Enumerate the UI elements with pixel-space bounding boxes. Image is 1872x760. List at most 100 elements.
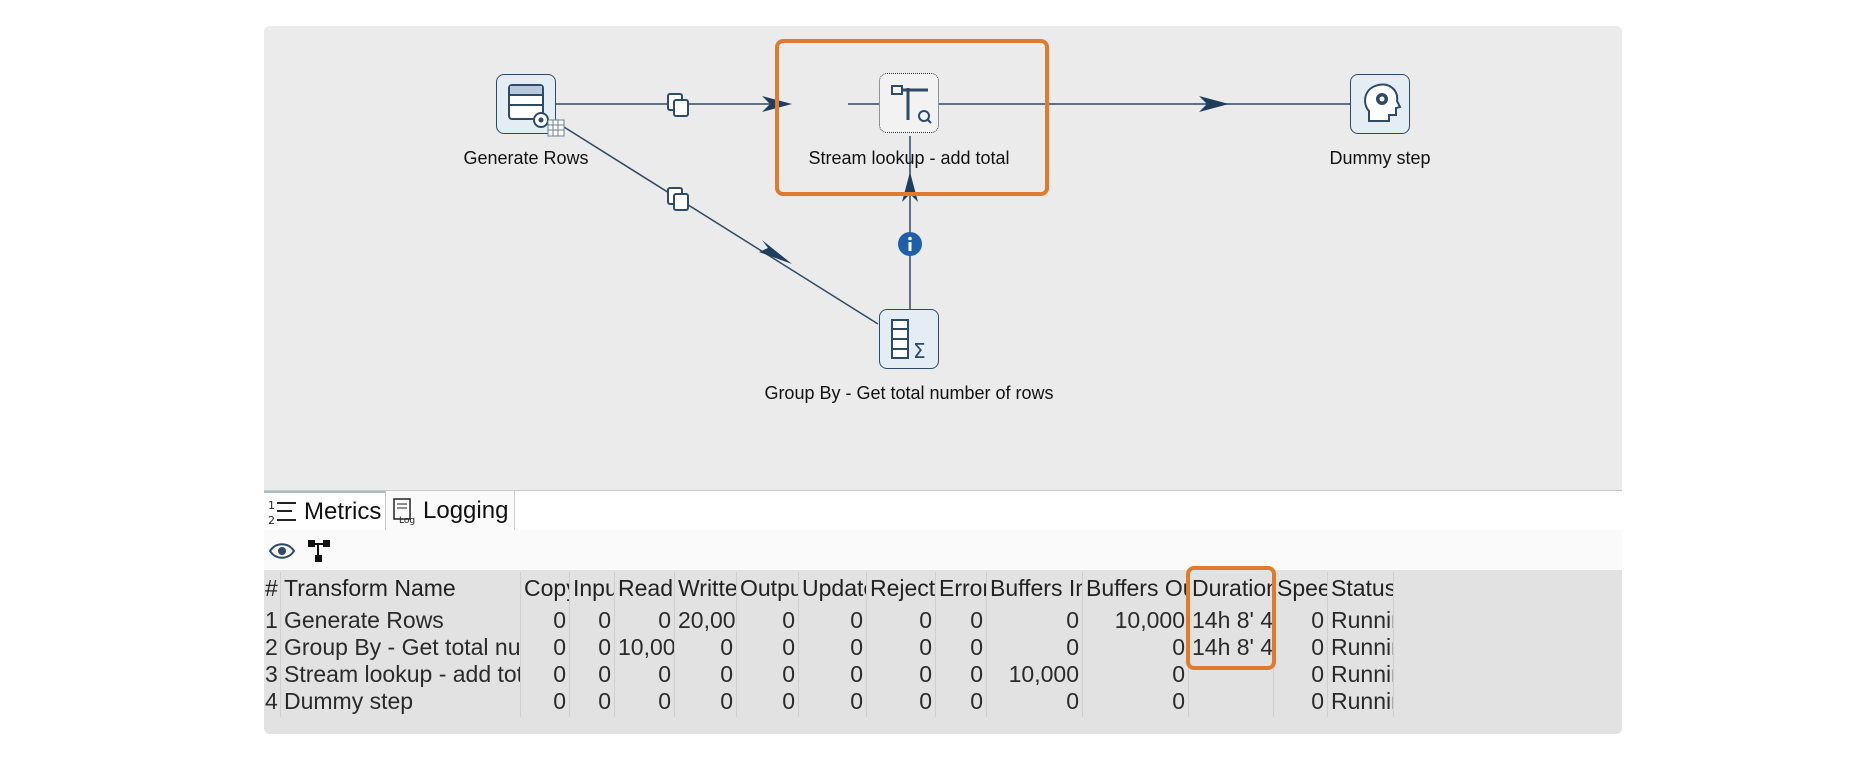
- hop-arrow: [759, 240, 792, 264]
- bottom-tabbar: 1 2 Metrics Log Logging: [264, 490, 1622, 532]
- column-header[interactable]: Writter: [675, 572, 737, 604]
- column-header[interactable]: Buffers Inp: [987, 572, 1083, 604]
- table-cell: 0: [521, 604, 570, 636]
- column-header[interactable]: Copy: [521, 572, 570, 604]
- table-cell: 2: [264, 631, 281, 663]
- table-cell: 0: [737, 685, 799, 717]
- node-label: Dummy step: [1329, 148, 1431, 168]
- info-icon[interactable]: [897, 231, 923, 257]
- dummy-step-icon: [1364, 83, 1402, 122]
- column-header[interactable]: Update: [799, 572, 867, 604]
- table-cell: 10,000: [1083, 604, 1189, 636]
- table-cell: Stream lookup - add total: [281, 658, 521, 690]
- table-cell: Generate Rows: [281, 604, 521, 636]
- log-icon: Log: [393, 498, 415, 525]
- table-cell: [1189, 685, 1274, 717]
- tab-metrics[interactable]: 1 2 Metrics: [264, 491, 386, 531]
- table-cell: 0: [936, 631, 987, 663]
- table-cell: 0: [615, 685, 675, 717]
- table-cell: 10,000: [987, 658, 1083, 690]
- copy-rows-icon[interactable]: [666, 186, 690, 212]
- table-cell: 0: [867, 685, 936, 717]
- svg-text:2: 2: [268, 514, 275, 527]
- column-header[interactable]: Transform Name: [281, 572, 521, 604]
- table-cell: Runnin: [1328, 604, 1394, 636]
- eye-icon[interactable]: [268, 540, 296, 562]
- table-cell: 0: [521, 658, 570, 690]
- svg-text:Log: Log: [399, 516, 415, 525]
- tab-label: Metrics: [304, 498, 382, 525]
- table-cell: 0: [799, 631, 867, 663]
- column-header[interactable]: Duration: [1189, 572, 1274, 604]
- table-cell: 0: [936, 658, 987, 690]
- copy-rows-icon[interactable]: [666, 92, 690, 118]
- table-cell: 1: [264, 604, 281, 636]
- generate-rows-icon: [508, 84, 549, 128]
- group-by-node[interactable]: Σ: [879, 309, 939, 369]
- metrics-toolbar: [264, 530, 1622, 570]
- dummy-step-node[interactable]: [1350, 74, 1410, 134]
- table-cell: 20,00: [675, 604, 737, 636]
- table-cell: Runnin: [1328, 685, 1394, 717]
- pipeline-canvas[interactable]: Generate Rows Stream lookup - add total: [264, 26, 1622, 490]
- column-header[interactable]: Rejecte: [867, 572, 936, 604]
- table-cell: 0: [987, 604, 1083, 636]
- table-cell: 0: [1083, 685, 1189, 717]
- table-cell: 14h 8' 40: [1189, 604, 1274, 636]
- metrics-table: # Transform Name Copy Input Read Writter…: [264, 566, 1622, 734]
- table-cell: 0: [987, 631, 1083, 663]
- table-cell: 0: [1083, 658, 1189, 690]
- table-cell: 0: [1274, 604, 1328, 636]
- column-header[interactable]: Status: [1328, 572, 1394, 604]
- table-cell: 0: [867, 658, 936, 690]
- table-cell: 0: [570, 631, 615, 663]
- table-cell: 0: [737, 631, 799, 663]
- column-header[interactable]: #: [264, 572, 281, 604]
- node-label: Stream lookup - add total: [808, 148, 1010, 168]
- stream-lookup-node[interactable]: [879, 73, 939, 133]
- table-cell: Runnin: [1328, 658, 1394, 690]
- table-cell: 0: [936, 604, 987, 636]
- table-cell: 0: [1274, 658, 1328, 690]
- generate-rows-node[interactable]: [496, 74, 556, 134]
- svg-text:1: 1: [268, 499, 275, 512]
- tab-logging[interactable]: Log Logging: [387, 491, 515, 531]
- table-cell: 0: [570, 685, 615, 717]
- table-cell: 0: [1274, 631, 1328, 663]
- table-cell: Group By - Get total numb: [281, 631, 521, 663]
- column-header[interactable]: Input: [570, 572, 615, 604]
- column-header[interactable]: Outpu: [737, 572, 799, 604]
- table-cell: 0: [799, 604, 867, 636]
- table-cell: 0: [867, 631, 936, 663]
- table-cell: [1189, 658, 1274, 690]
- column-header[interactable]: Read: [615, 572, 675, 604]
- metrics-list-icon: 1 2: [268, 499, 296, 527]
- table-cell: 0: [737, 604, 799, 636]
- table-cell: 4: [264, 685, 281, 717]
- table-cell: 0: [675, 685, 737, 717]
- table-cell: 0: [521, 685, 570, 717]
- table-cell: 3: [264, 658, 281, 690]
- table-cell: 0: [799, 658, 867, 690]
- table-cell: Dummy step: [281, 685, 521, 717]
- hop-line[interactable]: [555, 121, 879, 325]
- column-header[interactable]: Buffers Out: [1083, 572, 1189, 604]
- table-cell: 0: [615, 658, 675, 690]
- table-cell: Runnin: [1328, 631, 1394, 663]
- node-label: Generate Rows: [463, 148, 589, 168]
- table-cell: 0: [521, 631, 570, 663]
- table-cell: 0: [675, 658, 737, 690]
- column-header[interactable]: Speed: [1274, 572, 1328, 604]
- column-header[interactable]: Errors: [936, 572, 987, 604]
- table-cell: 0: [570, 658, 615, 690]
- node-label: Group By - Get total number of rows: [764, 383, 1054, 403]
- hierarchy-icon[interactable]: [306, 538, 332, 564]
- table-cell: 0: [615, 604, 675, 636]
- table-cell: 0: [987, 685, 1083, 717]
- table-cell: 0: [936, 685, 987, 717]
- stream-lookup-icon: [891, 85, 932, 124]
